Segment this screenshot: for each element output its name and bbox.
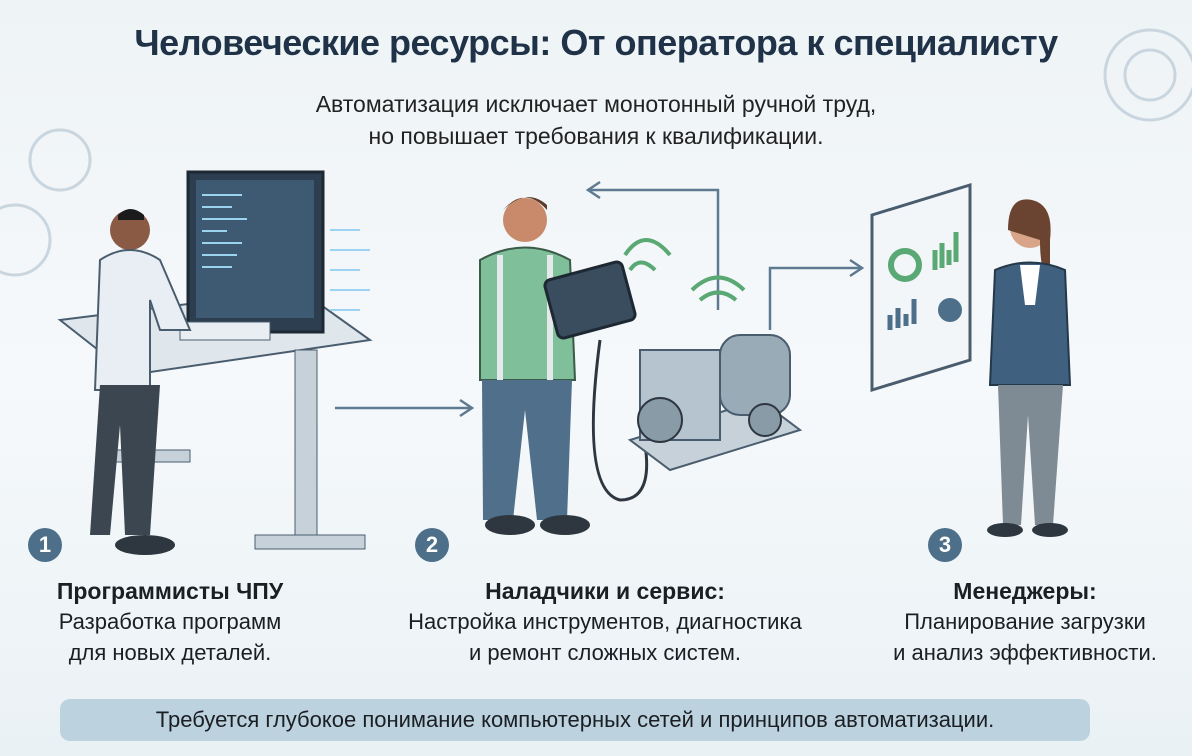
subtitle: Автоматизация исключает монотонный ручно…: [0, 88, 1192, 152]
role-desc-line: Настройка инструментов, диагностика: [408, 609, 802, 634]
role-desc-line: Планирование загрузки: [904, 609, 1146, 634]
role-managers: Менеджеры: Планирование загрузки и анали…: [870, 576, 1180, 668]
role-title: Наладчики и сервис:: [485, 578, 725, 604]
step-badge-2: 2: [415, 528, 449, 562]
role-desc-line: и анализ эффективности.: [893, 640, 1157, 665]
subtitle-line: Автоматизация исключает монотонный ручно…: [315, 91, 877, 117]
subtitle-line: но повышает требования к квалификации.: [368, 123, 824, 149]
role-desc-line: для новых деталей.: [68, 640, 272, 665]
role-programmers: Программисты ЧПУ Разработка программ для…: [20, 576, 320, 668]
technician-illustration: [479, 197, 803, 535]
role-desc-line: и ремонт сложных систем.: [468, 640, 742, 665]
flow-arrow-icon: [335, 180, 865, 418]
role-desc-line: Разработка программ: [58, 609, 282, 634]
manager-illustration: [870, 182, 1072, 537]
role-title: Программисты ЧПУ: [56, 578, 284, 604]
requirement-banner: Требуется глубокое понимание компьютерны…: [60, 699, 1090, 741]
step-badge-3: 3: [928, 528, 962, 562]
role-technicians: Наладчики и сервис: Настройка инструмент…: [360, 576, 850, 668]
gear-icon: [0, 28, 1192, 277]
programmer-illustration: [57, 170, 373, 555]
role-title: Менеджеры:: [953, 578, 1097, 604]
step-badge-1: 1: [28, 528, 62, 562]
page-title: Человеческие ресурсы: От оператора к спе…: [134, 22, 1058, 63]
